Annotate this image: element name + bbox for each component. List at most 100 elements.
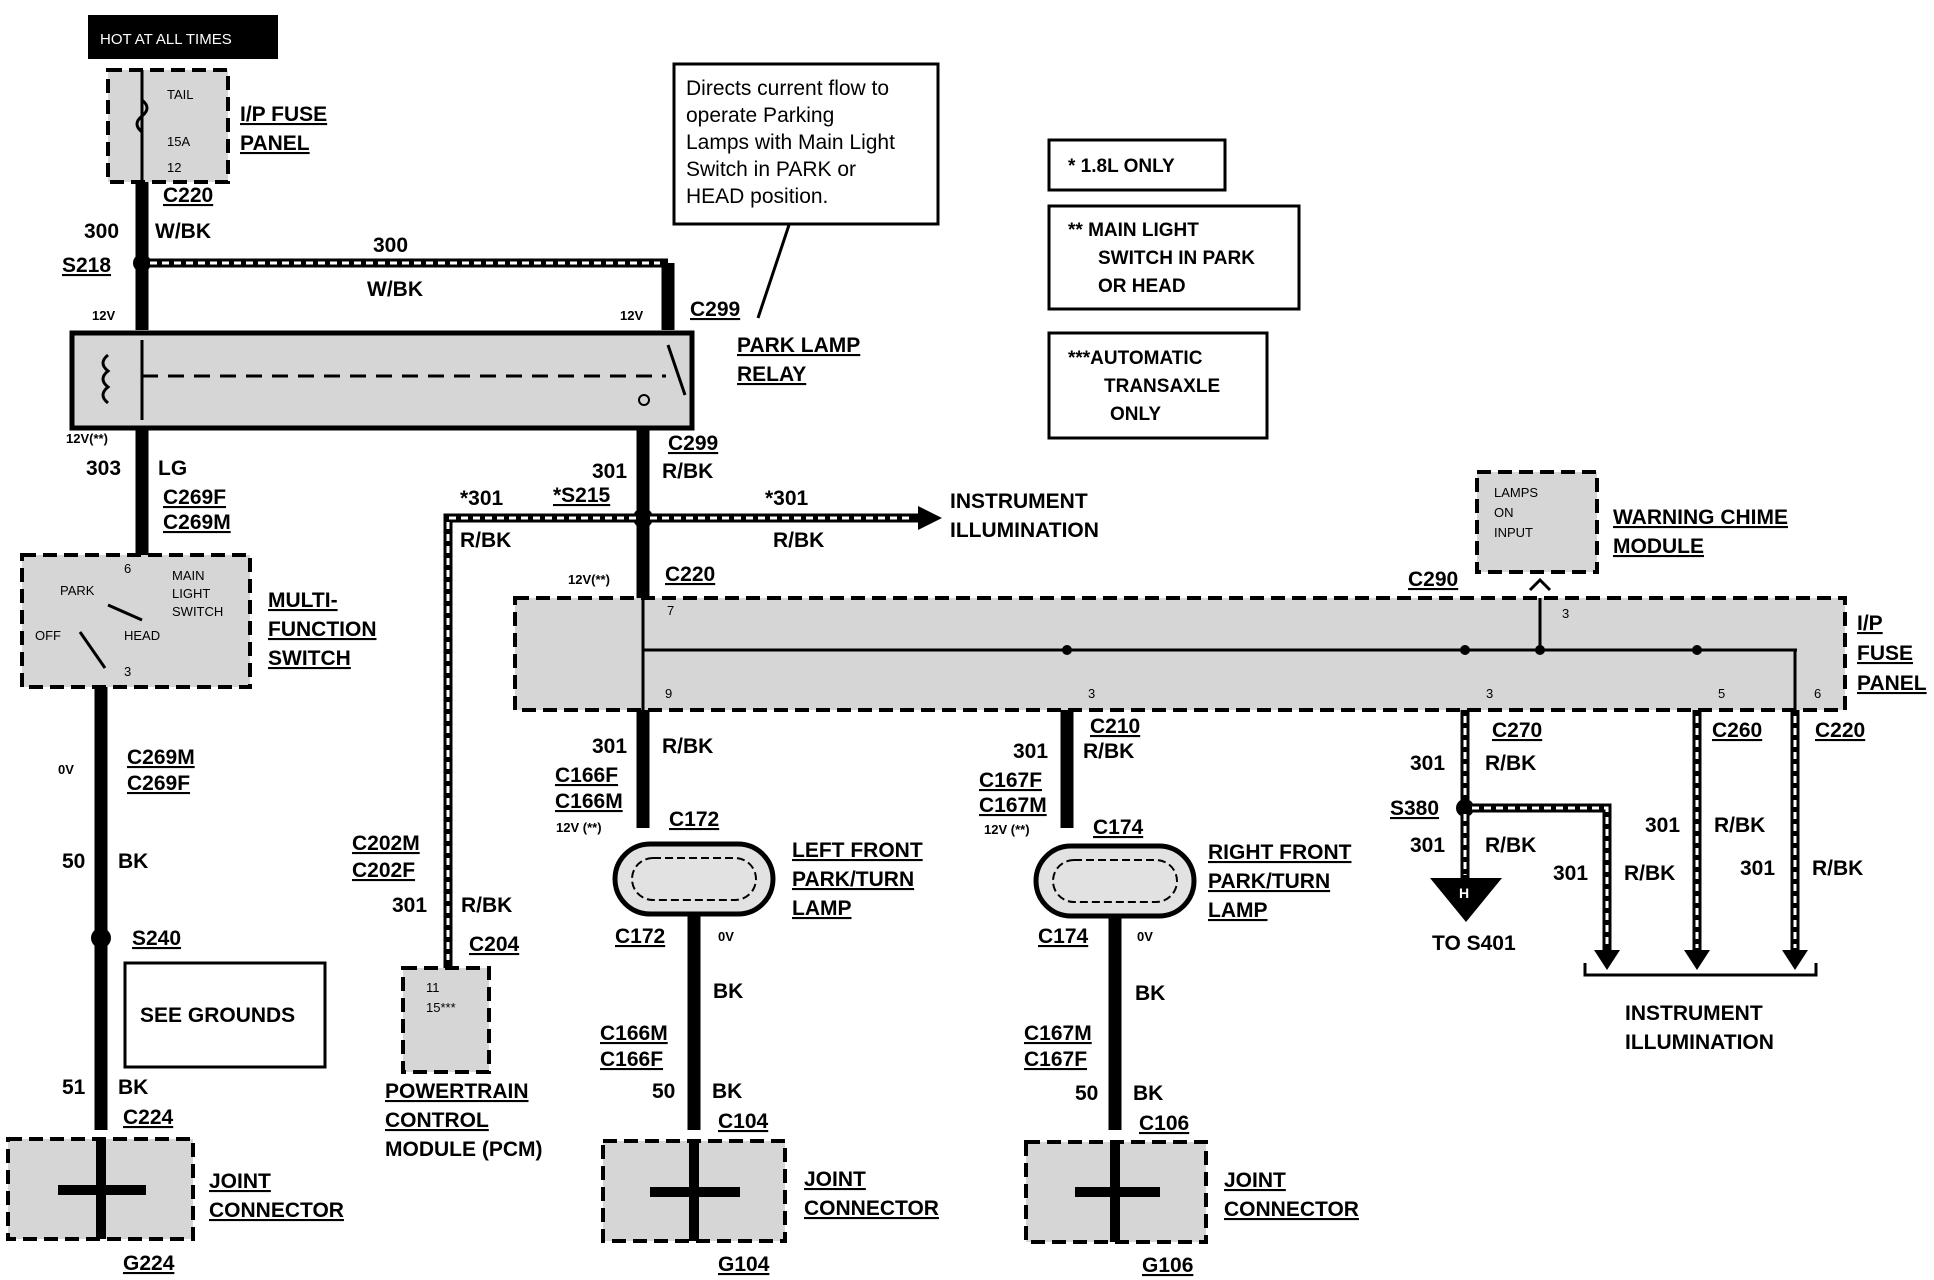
callout-line-3: Lamps with Main Light bbox=[686, 131, 895, 154]
wire-num-50-c: 50 bbox=[1075, 1082, 1098, 1105]
callout-line-5: HEAD position. bbox=[686, 185, 828, 208]
note-1-8l: * 1.8L ONLY bbox=[1047, 138, 1227, 192]
connector-c290: C290 bbox=[1408, 568, 1458, 591]
connector-c220-right: C220 bbox=[1815, 719, 1865, 742]
note-3-line-3: ONLY bbox=[1110, 404, 1161, 425]
wire-num-301-c: *301 bbox=[460, 487, 504, 510]
voltage-12v-star-b: 12V(**) bbox=[568, 572, 610, 587]
powertrain-control-module: 11 15*** POWERTRAIN CONTROL MODULE (PCM) bbox=[385, 966, 542, 1161]
wire-num-301-f: 301 bbox=[1013, 740, 1048, 763]
switch-inner-switch: SWITCH bbox=[172, 604, 223, 619]
pcm-pin-11: 11 bbox=[426, 980, 440, 995]
ip-fuse-panel-label: I/P FUSE bbox=[240, 103, 327, 126]
connector-c269f-b: C269F bbox=[127, 772, 190, 795]
callout-bubble: Directs current flow to operate Parking … bbox=[672, 62, 940, 226]
wire-color-wbk: W/BK bbox=[155, 220, 211, 243]
ground-g106: G106 bbox=[1142, 1254, 1193, 1277]
wire-color-rbk-g: R/BK bbox=[1485, 752, 1536, 775]
switch-inner-light: LIGHT bbox=[172, 586, 210, 601]
wire-color-bk-a: BK bbox=[118, 850, 148, 873]
switch-inner-off: OFF bbox=[35, 628, 61, 643]
pin-3-mfs: 3 bbox=[124, 664, 131, 679]
ip-fuse-panel-main: 7 9 3 3 3 5 6 I/P FUSE PANEL bbox=[513, 596, 1927, 712]
splice-s240-label: S240 bbox=[132, 927, 181, 950]
park-lamp-relay: PARK LAMP RELAY bbox=[69, 330, 860, 431]
splice-s380-label: S380 bbox=[1390, 797, 1439, 820]
wire-301-pcm bbox=[443, 513, 643, 968]
voltage-0v-lf: 0V bbox=[718, 929, 734, 944]
wire-num-50-a: 50 bbox=[62, 850, 85, 873]
wire-num-301-b: *301 bbox=[765, 487, 809, 510]
joint-label-1-b: JOINT bbox=[804, 1168, 866, 1191]
ip-fuse-main-label-3: PANEL bbox=[1857, 672, 1927, 695]
connector-c204: C204 bbox=[469, 933, 520, 956]
wire-color-rbk-c: R/BK bbox=[460, 529, 511, 552]
pin-3-a: 3 bbox=[1088, 686, 1095, 701]
pcm-pin-15: 15*** bbox=[426, 1000, 456, 1015]
wire-color-rbk-j: R/BK bbox=[1714, 814, 1765, 837]
connector-c166f-b: C166F bbox=[600, 1048, 663, 1071]
connector-c174-a: C174 bbox=[1093, 816, 1144, 839]
connector-c104: C104 bbox=[718, 1110, 769, 1133]
see-grounds-box: SEE GROUNDS bbox=[123, 961, 327, 1069]
pcm-label-1: POWERTRAIN bbox=[385, 1080, 529, 1103]
pcm-label-2: CONTROL bbox=[385, 1109, 489, 1132]
voltage-12v-a: 12V bbox=[92, 308, 115, 323]
joint-label-2-a: CONNECTOR bbox=[209, 1199, 344, 1222]
instrument-illum-label-2: ILLUMINATION bbox=[950, 519, 1099, 542]
note-automatic-transaxle: ***AUTOMATIC TRANSAXLE ONLY bbox=[1047, 331, 1269, 440]
pin-6: 6 bbox=[124, 561, 131, 576]
connector-h-arrow bbox=[1430, 878, 1502, 922]
note-3-line-1: ***AUTOMATIC bbox=[1068, 348, 1203, 369]
voltage-12v-star: 12V(**) bbox=[66, 431, 108, 446]
park-lamp-relay-label-2: RELAY bbox=[737, 363, 806, 386]
wire-num-51: 51 bbox=[62, 1076, 86, 1099]
voltage-0v-a: 0V bbox=[58, 762, 74, 777]
voltage-0v-rf: 0V bbox=[1137, 929, 1153, 944]
warning-chime-module: LAMPS ON INPUT WARNING CHIME MODULE bbox=[1475, 470, 1788, 574]
rf-lamp-label-3: LAMP bbox=[1208, 899, 1268, 922]
pin-3-b: 3 bbox=[1486, 686, 1493, 701]
note-2-line-1: ** MAIN LIGHT bbox=[1068, 220, 1199, 241]
to-s401-label: TO S401 bbox=[1432, 932, 1516, 955]
note-1-8l-text: * 1.8L ONLY bbox=[1068, 156, 1175, 177]
connector-c220-mid: C220 bbox=[665, 563, 715, 586]
pin-9: 9 bbox=[665, 686, 672, 701]
wire-num-301-d: 301 bbox=[392, 894, 427, 917]
mfs-label-1: MULTI- bbox=[268, 589, 338, 612]
pcm-label-3: MODULE (PCM) bbox=[385, 1138, 542, 1161]
pin-7: 7 bbox=[667, 603, 674, 618]
wire-color-lg: LG bbox=[158, 457, 187, 480]
connector-c106: C106 bbox=[1139, 1112, 1189, 1135]
chime-inner-input: INPUT bbox=[1494, 525, 1533, 540]
note-2-line-3: OR HEAD bbox=[1098, 276, 1186, 297]
lf-lamp-label-3: LAMP bbox=[792, 897, 852, 920]
connector-c172-b: C172 bbox=[615, 925, 665, 948]
wire-num-301-g: 301 bbox=[1410, 752, 1445, 775]
wire-color-rbk-b: R/BK bbox=[773, 529, 824, 552]
switch-inner-head: HEAD bbox=[124, 628, 160, 643]
mfs-label-3: SWITCH bbox=[268, 647, 351, 670]
wire-num-303: 303 bbox=[86, 457, 121, 480]
wire-color-wbk-b: W/BK bbox=[367, 278, 423, 301]
wire-color-bk-d: BK bbox=[712, 1080, 742, 1103]
joint-connector-g104: JOINT CONNECTOR bbox=[601, 1139, 939, 1243]
wire-color-rbk-h: R/BK bbox=[1485, 834, 1536, 857]
switch-inner-park: PARK bbox=[60, 583, 95, 598]
connector-c260: C260 bbox=[1712, 719, 1762, 742]
lf-lamp-label-2: PARK/TURN bbox=[792, 868, 914, 891]
wire-color-bk-e: BK bbox=[1135, 982, 1165, 1005]
pin-6-b: 6 bbox=[1814, 686, 1821, 701]
wire-color-rbk-i: R/BK bbox=[1624, 862, 1675, 885]
connector-c224: C224 bbox=[123, 1106, 174, 1129]
voltage-12v-rf: 12V (**) bbox=[984, 822, 1030, 837]
fuse-number-12: 12 bbox=[167, 160, 181, 175]
callout-line-2: operate Parking bbox=[686, 104, 834, 127]
connector-c167f-b: C167F bbox=[1024, 1048, 1087, 1071]
wire-color-bk-b: BK bbox=[118, 1076, 148, 1099]
wire-num-301-a: 301 bbox=[592, 460, 627, 483]
connector-c269m-b: C269M bbox=[127, 746, 195, 769]
wire-num-300-b: 300 bbox=[373, 234, 408, 257]
instrument-illum-bottom-1: INSTRUMENT bbox=[1625, 1002, 1763, 1025]
